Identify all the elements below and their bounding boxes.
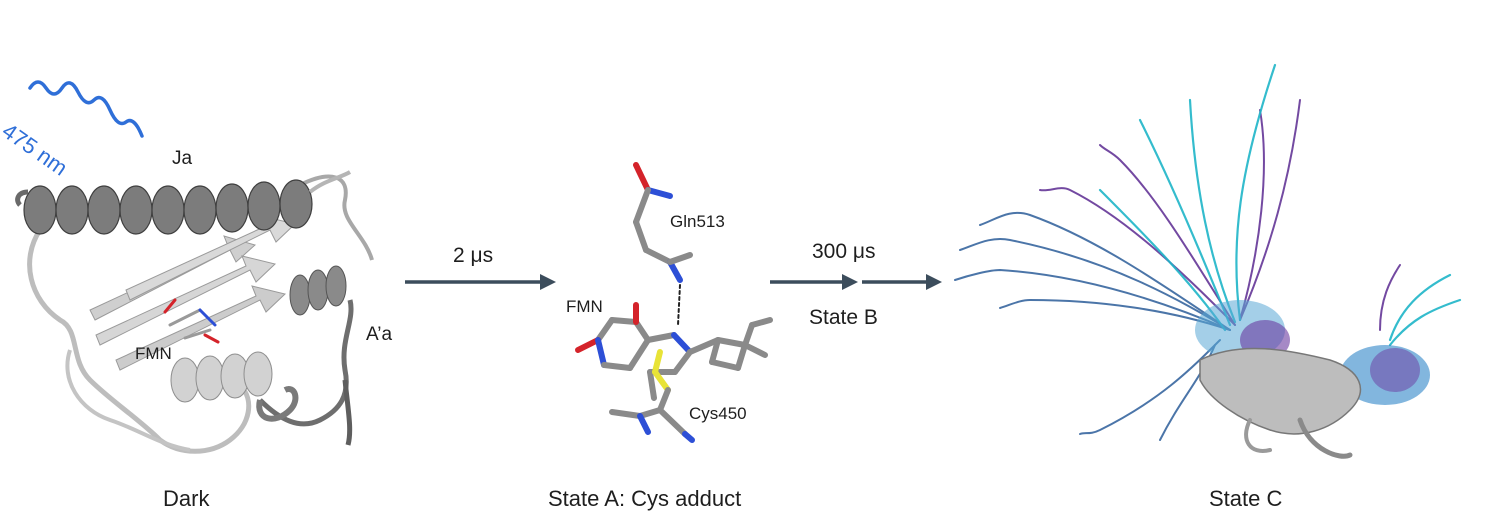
transition-arrow-2 <box>770 274 942 290</box>
transition-2-label: 300 μs <box>812 240 876 263</box>
helix-ja-label: Ja <box>172 148 193 169</box>
transition-1-label: 2 μs <box>453 244 494 267</box>
state-a-fmn-label: FMN <box>566 297 603 316</box>
transition-arrow-1 <box>405 274 556 290</box>
state-b-label: State B <box>809 306 878 329</box>
cys450-label: Cys450 <box>689 404 747 423</box>
dark-protein-structure <box>15 170 374 454</box>
state-a-molecule <box>575 162 773 443</box>
helix-aa-label: A’a <box>366 324 393 345</box>
gln513-label: Gln513 <box>670 212 725 231</box>
state-a-caption: State A: Cys adduct <box>548 486 742 511</box>
light-wave-icon <box>28 80 144 138</box>
dark-fmn-label: FMN <box>135 344 172 363</box>
dark-caption: Dark <box>163 486 210 511</box>
state-c-ensemble <box>954 63 1462 459</box>
state-c-caption: State C <box>1209 486 1283 511</box>
